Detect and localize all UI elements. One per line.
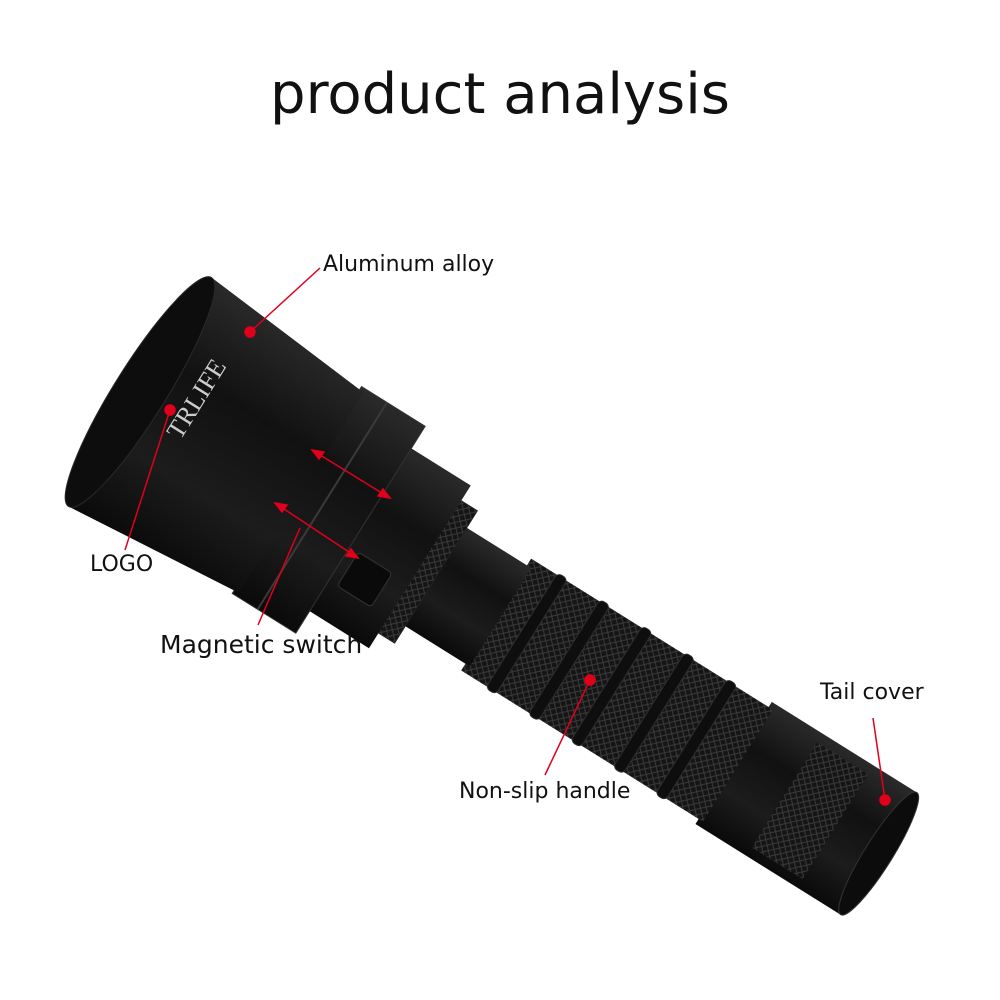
logo-dot	[164, 404, 176, 416]
page-title: product analysis	[270, 62, 730, 127]
head-bezel	[68, 277, 364, 593]
annotations	[124, 267, 891, 806]
handle-dot	[584, 674, 596, 686]
label-tail-cover: Tail cover	[820, 680, 924, 705]
label-aluminum-alloy: Aluminum alloy	[323, 252, 495, 277]
flashlight: TRLIFE	[64, 276, 920, 916]
label-logo: LOGO	[90, 552, 154, 577]
aluminum-dot	[244, 326, 256, 338]
tail-dot	[879, 794, 891, 806]
label-non-slip-handle: Non-slip handle	[459, 779, 631, 804]
label-magnetic-switch: Magnetic switch	[160, 630, 363, 659]
magnetic-switch	[305, 445, 471, 649]
